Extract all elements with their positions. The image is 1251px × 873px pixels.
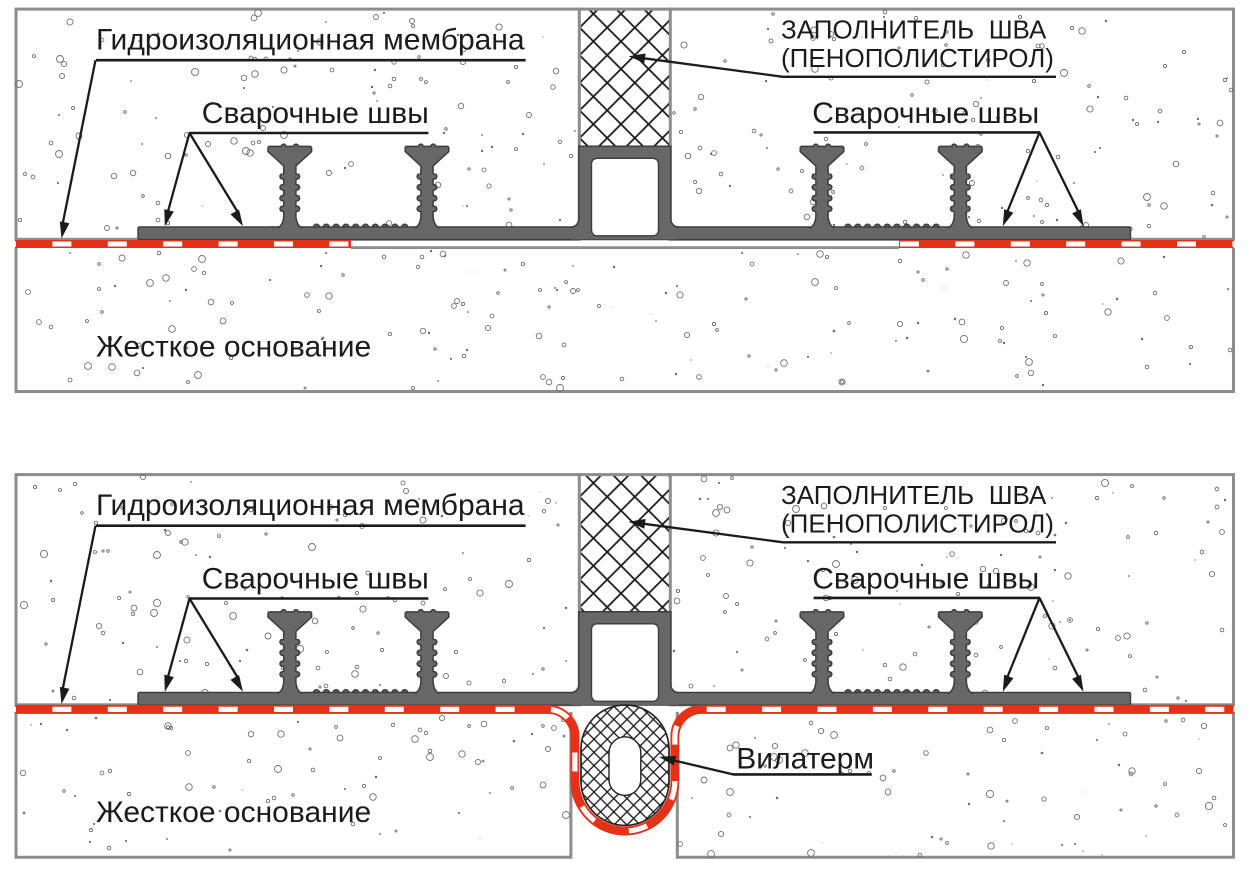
- svg-text:(ПЕНОПОЛИСТИРОЛ): (ПЕНОПОЛИСТИРОЛ): [781, 43, 1054, 73]
- svg-text:Вилатерм: Вилатерм: [736, 743, 874, 776]
- svg-text:Жесткое основание: Жесткое основание: [96, 796, 371, 829]
- svg-text:ЗАПОЛНИТЕЛЬ ШВА: ЗАПОЛНИТЕЛЬ ШВА: [781, 14, 1047, 44]
- svg-text:Гидроизоляционная мембрана: Гидроизоляционная мембрана: [96, 489, 525, 522]
- svg-text:Сварочные швы: Сварочные швы: [202, 97, 429, 130]
- svg-text:Сварочные швы: Сварочные швы: [812, 97, 1039, 130]
- svg-text:ЗАПОЛНИТЕЛЬ ШВА: ЗАПОЛНИТЕЛЬ ШВА: [781, 480, 1047, 510]
- svg-text:Гидроизоляционная мембрана: Гидроизоляционная мембрана: [96, 24, 525, 57]
- svg-text:(ПЕНОПОЛИСТИРОЛ): (ПЕНОПОЛИСТИРОЛ): [781, 509, 1054, 539]
- svg-text:Сварочные швы: Сварочные швы: [812, 563, 1039, 596]
- svg-text:Сварочные швы: Сварочные швы: [202, 563, 429, 596]
- svg-text:Жесткое основание: Жесткое основание: [96, 331, 371, 364]
